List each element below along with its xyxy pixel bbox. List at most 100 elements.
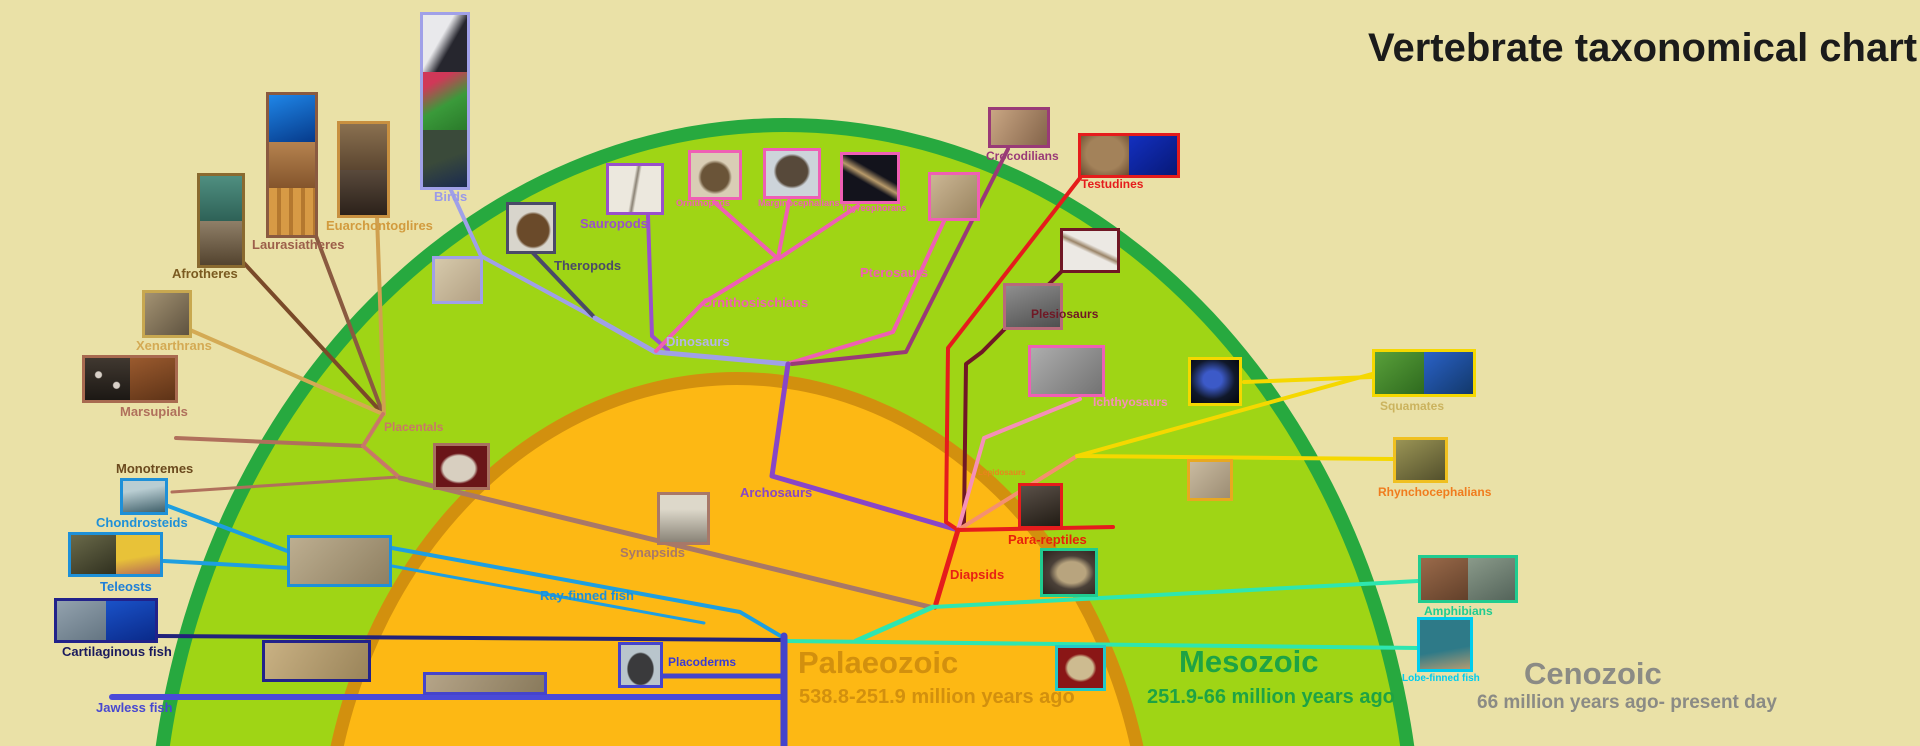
line-ornithopods [712, 200, 779, 260]
era-cenozoic-range: 66 million years ago- present day [1477, 692, 1777, 713]
label-plesiosaurs: Plesiosaurs [1031, 307, 1099, 321]
sauropod-photo [609, 166, 661, 212]
rodent-photo [340, 124, 387, 170]
label-afrotheres: Afrotheres [172, 266, 238, 281]
line-archosaurs-trunk [769, 361, 961, 533]
plesiosaur-skeleton-image [1003, 283, 1063, 330]
label-placentals: Placentals [384, 420, 444, 434]
rayfinned-fossil-image [287, 535, 392, 587]
birds-image [420, 12, 470, 190]
salamander-photo [1468, 558, 1515, 600]
jawless-fossil-photo [426, 675, 544, 692]
sea-turtle-photo [1129, 136, 1177, 175]
squamates-image [1372, 349, 1476, 397]
parrot-photo [423, 72, 467, 130]
line-cartilaginous [156, 634, 786, 642]
line-sauropods [646, 214, 670, 352]
line-ichthyosaurs [956, 397, 1082, 532]
line-mosasaur-link [1242, 375, 1374, 384]
era-palaeozoic-name: Palaeozoic [798, 645, 959, 680]
line-ornithosischians-trunk [654, 256, 779, 353]
plesiosaur-jaw-image [1060, 228, 1120, 273]
trex-skull-photo [509, 205, 553, 251]
pterosaur-fossil-photo [931, 175, 977, 218]
manatee-photo [200, 176, 242, 221]
line-diapsids-trunk [932, 527, 961, 610]
fish-fossil-photo [290, 538, 389, 584]
label-ray-finned-fish: Ray-finned fish [540, 588, 634, 603]
archaeopteryx-photo [435, 259, 480, 301]
tuatara-photo [1396, 440, 1445, 480]
early-tetrapod-skull-photo [1058, 648, 1103, 688]
lizard-photo [1375, 352, 1424, 394]
mosasaur-image [1188, 357, 1242, 406]
crocodilians-image [988, 107, 1050, 148]
dolphin-photo [269, 95, 315, 142]
butterflyfish-photo [115, 535, 160, 574]
lepidosaur-fossil-image [1187, 459, 1233, 501]
line-xenarthrans [188, 328, 385, 416]
line-tetrapod-trunk [853, 604, 936, 644]
label-synapsids: Synapsids [620, 545, 686, 560]
label-squamates: Squamates [1380, 399, 1445, 413]
sturgeon-photo [123, 481, 165, 512]
chondrosteids-image [120, 478, 168, 515]
label-rhynchocephalians: Rhynchocephalians [1378, 485, 1492, 499]
line-marsupials [174, 436, 365, 448]
temnospondyl-skeleton-photo [1043, 551, 1095, 594]
line-lobefinned [784, 639, 1419, 650]
marsupials-image [82, 355, 178, 403]
cartilaginous-image [54, 598, 158, 643]
afrotheres-image [197, 173, 245, 268]
temnospondyl-image [1040, 548, 1098, 597]
mammal-skull-image [433, 443, 490, 490]
era-mesozoic-range: 251.9-66 million years ago [1147, 686, 1395, 708]
line-lepidosaurs [956, 454, 1079, 532]
tree-kangaroo-photo [130, 358, 175, 400]
label-ichthyosaurs: Ichthyosaurs [1093, 395, 1168, 409]
coelacanth-photo [1420, 620, 1470, 669]
label-ornithopods: Ornithopods [676, 198, 730, 208]
line-rayfinned-b [390, 564, 706, 625]
label-monotremes: Monotremes [116, 461, 194, 476]
label-archosaurs: Archosaurs [740, 485, 813, 500]
quoll-photo [85, 358, 130, 400]
label-dinosaurs: Dinosaurs [666, 334, 730, 349]
line-squamates [1075, 372, 1374, 458]
teleosts-image [68, 532, 163, 577]
stegosaurus-photo [843, 155, 897, 201]
snake-photo [1424, 352, 1473, 394]
tiger-photo [269, 188, 315, 236]
label-sauropods: Sauropods [580, 216, 648, 231]
label-xenarthrans: Xenarthrans [136, 338, 212, 353]
label-amphibians: Amphibians [1424, 604, 1493, 618]
placoderms-image [618, 642, 663, 688]
pareiasaur-skeleton-photo [1021, 486, 1060, 526]
parareptiles-image [1018, 483, 1063, 529]
label-testudines: Testudines [1081, 177, 1144, 191]
ornithopods-image [688, 150, 742, 200]
label-ornithosischians: Ornithosischians [702, 295, 809, 310]
era-cenozoic-name: Cenozoic [1524, 656, 1662, 691]
thyreophorans-image [840, 152, 900, 204]
frog-photo [1421, 558, 1468, 600]
line-euarchontoglires [375, 214, 386, 416]
lobefinned-image [1417, 617, 1473, 672]
label-diapsids: Diapsids [950, 567, 1005, 582]
line-theropods [530, 250, 597, 320]
shark-fossil-photo [265, 643, 368, 679]
label-cartilaginous-fish: Cartilaginous fish [62, 644, 172, 659]
label-para-reptiles: Para-reptiles [1008, 532, 1087, 547]
line-teleosts [162, 559, 292, 570]
dimetrodon-photo [660, 495, 707, 542]
line-thyreophorans [776, 204, 860, 261]
line-monotremes [170, 475, 400, 494]
chart-title: Vertebrate taxonomical chart [1368, 26, 1918, 70]
tortoise-photo [1081, 136, 1129, 175]
anteater-photo [145, 293, 189, 335]
stingray-photo [57, 601, 106, 640]
line-laurasiatheres [314, 234, 385, 416]
label-lepidosaurs: Lepidosaurs [978, 468, 1026, 477]
line-rayfinned-a [390, 546, 786, 640]
line-rhynchocephalians [1075, 454, 1395, 461]
